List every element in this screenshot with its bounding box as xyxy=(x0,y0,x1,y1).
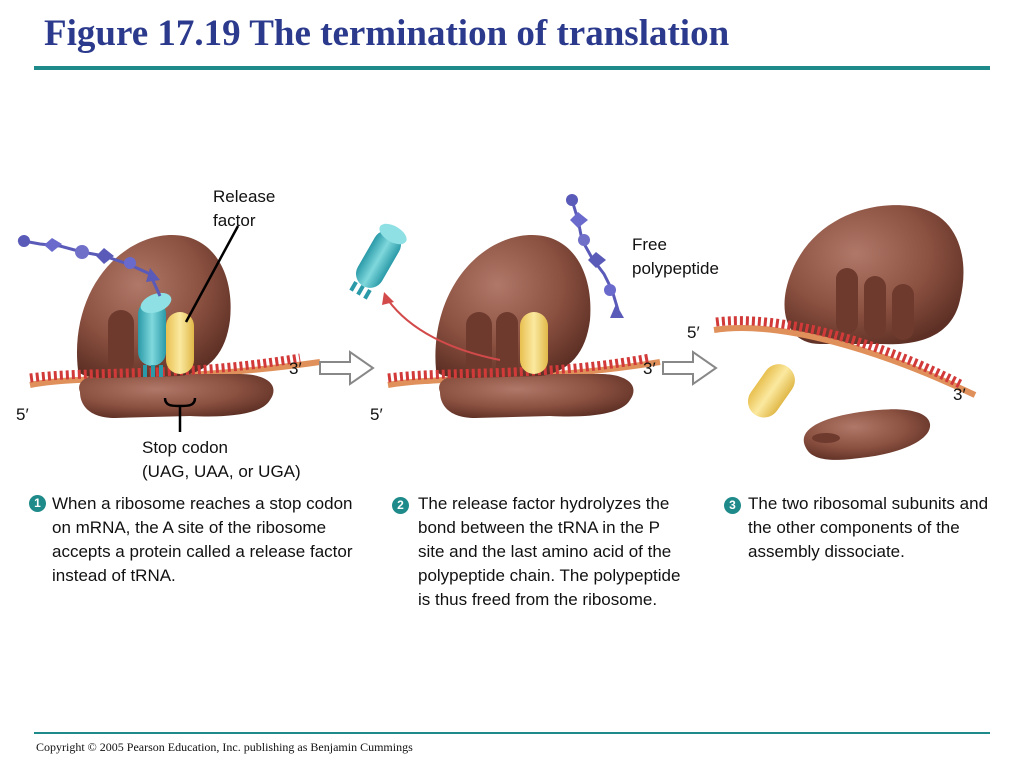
five-prime-label-2: 5′ xyxy=(370,405,383,424)
five-prime-label-3: 5′ xyxy=(687,323,700,342)
footer-divider xyxy=(34,732,990,734)
step-1-text: When a ribosome reaches a stop codon on … xyxy=(52,494,353,585)
release-factor-pointer xyxy=(184,225,240,323)
step-3-number: 3 xyxy=(724,497,741,514)
copyright-notice: Copyright © 2005 Pearson Education, Inc.… xyxy=(36,740,413,754)
stop-codon-bracket xyxy=(163,397,197,432)
page-title: Figure 17.19 The termination of translat… xyxy=(44,13,730,54)
stop-codon-label: Stop codon (UAG, UAA, or UGA) xyxy=(142,438,301,481)
three-prime-label-1: 3′ xyxy=(289,359,302,378)
arrow-1-to-2 xyxy=(319,350,375,386)
step-3-text: The two ribosomal subunits and the other… xyxy=(748,494,989,561)
free-polypeptide-label: Free polypeptide xyxy=(632,235,719,278)
five-prime-label-1: 5′ xyxy=(16,405,29,424)
panel-1-ribosome xyxy=(17,235,321,418)
three-prime-label-2: 3′ xyxy=(643,359,656,378)
three-prime-label-3: 3′ xyxy=(953,385,966,404)
release-factor-label: Release factor xyxy=(213,187,276,230)
step-2-number: 2 xyxy=(392,497,409,514)
step-2-text: The release factor hydrolyzes the bond b… xyxy=(418,494,681,609)
title-divider xyxy=(34,66,990,70)
panel-2-ribosome xyxy=(349,194,661,418)
panel-3-dissociated xyxy=(713,205,977,460)
arrow-2-to-3 xyxy=(662,350,718,386)
step-1-number: 1 xyxy=(29,495,46,512)
